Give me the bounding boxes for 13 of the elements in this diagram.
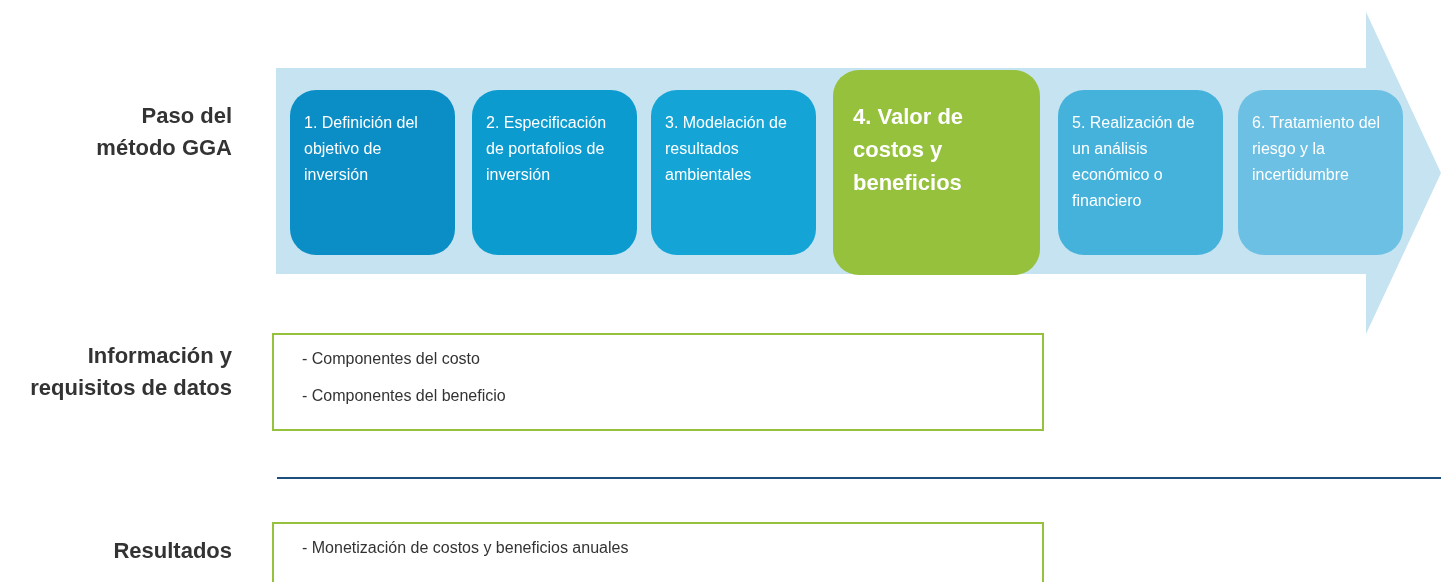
step-box: 2. Especificación de portafolios de inversión (472, 90, 637, 255)
step-box: 1. Definición del objetivo de inversión (290, 90, 455, 255)
bullet-text: - Componentes del beneficio (302, 386, 507, 406)
info-box (272, 333, 1044, 431)
step-box: 4. Valor de costos y beneficios (833, 70, 1040, 275)
row-label: Resultados (112, 537, 232, 565)
bullet-text: - Componentes del costo (302, 349, 481, 369)
step-box: 5. Realización de un análisis económico o financiero (1058, 90, 1223, 255)
step-box: 3. Modelación de resultados ambientales (651, 90, 816, 255)
bullet-text: - Monetización de costos y beneficios anuales (302, 538, 630, 558)
row-label: Información y requisitos de datos (29, 342, 232, 402)
row-label: Paso del método GGA (95, 102, 232, 162)
step-box: 6. Tratamiento del riesgo y la incertidumbre (1238, 90, 1403, 255)
